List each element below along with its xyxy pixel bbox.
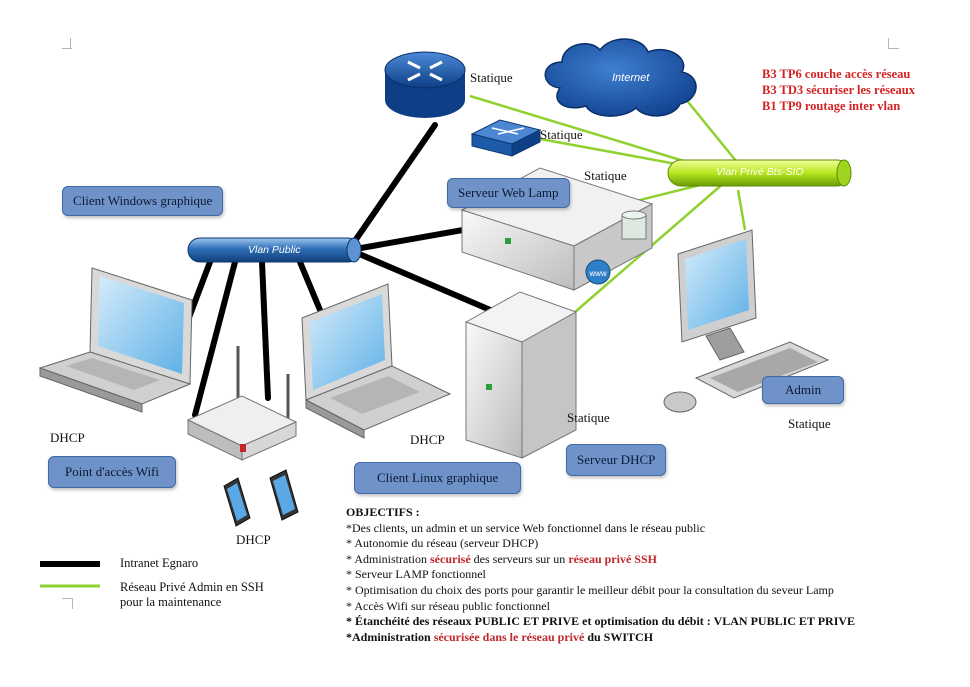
internet-cloud-icon	[544, 38, 697, 117]
callout-wifi: Point d'accès Wifi	[48, 456, 177, 488]
switch-icon	[470, 119, 542, 157]
tablets-icon	[223, 469, 299, 527]
vlan-prive-label: Vlan Privé Bts-SIO	[716, 166, 804, 178]
objective-item: *Des clients, un admin et un service Web…	[346, 520, 706, 535]
admin-status-label: Statique	[788, 416, 831, 431]
objective-item: * Serveur LAMP fonctionnel	[346, 567, 486, 582]
vlan-prive-tube	[667, 159, 852, 187]
linux-dhcp-label: DHCP	[410, 432, 445, 447]
vlan-public-label: Vlan Public	[248, 244, 301, 256]
vlan-public-tube	[187, 237, 362, 263]
tablets-dhcp-label: DHCP	[236, 532, 271, 547]
admin-pc-icon	[663, 229, 830, 413]
internet-label: Internet	[612, 72, 650, 84]
objective-item: * Administration sécurisé des serveurs s…	[346, 551, 657, 566]
crop-mark	[62, 38, 72, 49]
private-link-router	[469, 94, 721, 174]
course-title: B3 TD3 sécuriser les réseaux	[762, 83, 915, 97]
dhcp-server-icon	[464, 291, 578, 459]
callout-web-server: Serveur Web Lamp	[447, 178, 570, 208]
intranet-link-wifi-2	[259, 259, 271, 401]
objectives-block: OBJECTIFS : *Des clients, un admin et un…	[346, 505, 855, 645]
legend-private-line1: Réseau Privé Admin en SSH	[120, 580, 264, 594]
legend-intranet-text: Intranet Egnaro	[120, 556, 199, 570]
objective-item: * Autonomie du réseau (serveur DHCP)	[346, 536, 539, 551]
router-status-label: Statique	[470, 70, 513, 85]
intranet-link-dhcp	[347, 247, 498, 315]
laptop-windows-icon	[38, 267, 193, 413]
laptop-linux-icon	[301, 283, 452, 439]
objective-item: * Accès Wifi sur réseau public fonctionn…	[346, 598, 550, 613]
svg-text:www: www	[588, 269, 607, 278]
callout-client-linux: Client Linux graphique	[354, 462, 522, 494]
objective-item: * Étanchéité des réseaux PUBLIC ET PRIVE…	[346, 614, 856, 629]
windows-dhcp-label: DHCP	[50, 430, 85, 445]
objective-item: * Optimisation du choix des ports pour g…	[346, 582, 834, 597]
callout-dhcp: Serveur DHCP	[566, 444, 667, 476]
crop-mark	[888, 38, 899, 49]
objectives-heading: OBJECTIFS :	[346, 505, 420, 519]
webserver-status-label: Statique	[584, 168, 627, 183]
course-title: B3 TP6 couche accès réseau	[762, 67, 911, 81]
dhcp-server-status-label: Statique	[567, 410, 610, 425]
switch-status-label: Statique	[540, 127, 583, 142]
intranet-link-linux	[297, 259, 323, 313]
wifi-access-point-icon	[186, 346, 298, 461]
legend-private-line2: pour la maintenance	[120, 595, 222, 609]
legend-private-text: Réseau Privé Admin en SSH pour la mainte…	[120, 580, 264, 610]
intranet-link-wifi	[192, 259, 238, 418]
private-link-internet	[679, 91, 746, 173]
callout-admin: Admin	[762, 376, 845, 404]
router-icon	[384, 51, 466, 118]
callout-client-windows: Client Windows graphique	[62, 186, 224, 216]
intranet-link-router	[347, 122, 438, 251]
objective-item: *Administration sécurisée dans le réseau…	[346, 629, 654, 644]
course-titles: B3 TP6 couche accès réseau B3 TD3 sécuri…	[762, 66, 915, 114]
crop-mark	[70, 38, 81, 48]
crop-mark	[62, 598, 73, 609]
course-title: B1 TP9 routage inter vlan	[762, 99, 901, 113]
private-link-admin	[736, 189, 747, 231]
